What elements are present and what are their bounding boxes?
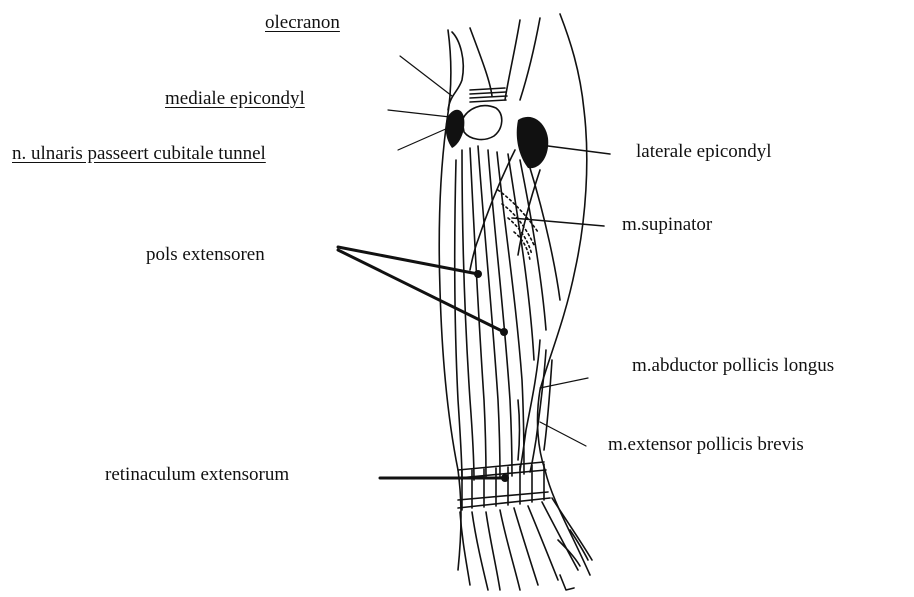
label-olecranon: olecranon <box>265 12 340 34</box>
leader-m-abductor <box>540 378 588 388</box>
leader-m-supinator <box>512 218 604 226</box>
leader-laterale-epicondyl <box>548 146 610 154</box>
pointer-dot-pols-2 <box>500 328 508 336</box>
pointer-dot-pols-1 <box>474 270 482 278</box>
label-m-abductor: m.abductor pollicis longus <box>632 355 834 377</box>
pointer-dot-retinaculum <box>501 474 509 482</box>
leader-n-ulnaris <box>398 128 448 150</box>
label-m-extensor-brevis: m.extensor pollicis brevis <box>608 434 804 456</box>
label-m-supinator: m.supinator <box>622 214 712 236</box>
label-mediale-epicondyl: mediale epicondyl <box>165 88 305 110</box>
leader-m-extensor-brevis <box>540 422 586 446</box>
forearm-outline-right <box>538 14 590 575</box>
label-n-ulnaris: n. ulnaris passeert cubitale tunnel <box>12 143 266 165</box>
leader-olecranon <box>400 56 452 96</box>
medial-epicondyle-shape <box>462 106 502 140</box>
label-retinaculum: retinaculum extensorum <box>105 464 289 486</box>
label-pols-extensoren: pols extensoren <box>146 244 265 266</box>
leader-mediale-epicondyl <box>388 110 450 117</box>
label-laterale-epicondyl: laterale epicondyl <box>636 141 772 163</box>
